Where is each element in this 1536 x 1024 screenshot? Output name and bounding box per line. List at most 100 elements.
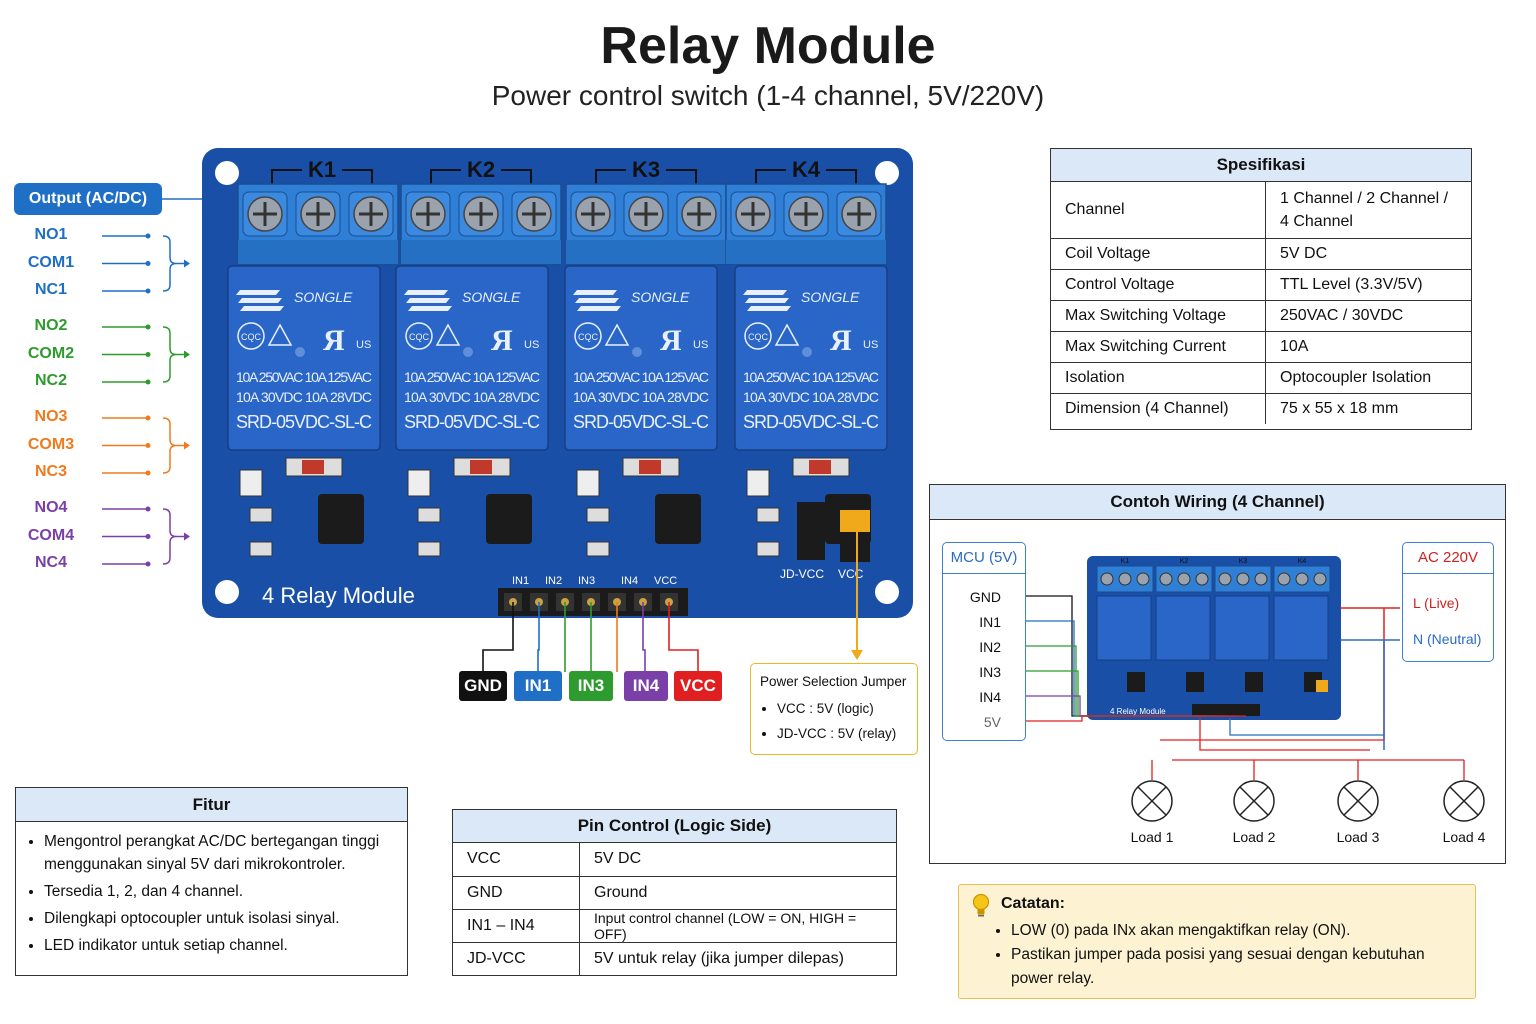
input-tag: IN4	[624, 671, 668, 701]
mini-relay	[1214, 595, 1270, 661]
input-wire	[482, 602, 514, 672]
songle-logo-stripe	[575, 298, 619, 303]
mini-screw-icon	[1118, 572, 1132, 586]
screw-terminal-base	[401, 240, 561, 264]
output-pin-dot	[145, 379, 151, 385]
output-pin-label: NC1	[34, 281, 67, 298]
note-item: Pastikan jumper pada posisi yang sesuai …	[1011, 943, 1451, 991]
mcu-pin-label: 5V	[983, 714, 1001, 730]
relay-brand: SONGLE	[631, 289, 690, 305]
spec-key: Control Voltage	[1051, 268, 1266, 301]
songle-logo-stripe	[577, 306, 621, 311]
optocoupler-chip	[655, 494, 701, 544]
relay-rating-line: 10A 30VDC 10A 28VDC	[404, 389, 540, 405]
resistor	[586, 541, 610, 557]
channel-label: K4	[792, 157, 821, 182]
output-pin-dot	[145, 561, 151, 567]
spec-value: 75 x 55 x 18 mm	[1265, 392, 1471, 424]
output-pin-dot	[145, 288, 151, 294]
lamp-cross	[1343, 786, 1373, 816]
output-pin-label: NC2	[34, 372, 67, 389]
output-pin-dot	[145, 352, 151, 357]
output-pin-label: NO4	[34, 499, 68, 516]
cqc-icon	[574, 322, 602, 350]
relay-body	[395, 265, 549, 451]
diode-body	[809, 460, 831, 474]
relay-rating-line: 10A 30VDC 10A 28VDC	[236, 389, 372, 405]
relay-body	[564, 265, 718, 451]
relay-dot	[632, 347, 642, 357]
relay-dot	[295, 347, 305, 357]
relay-model: SRD-05VDC-SL-C	[573, 412, 709, 432]
input-tag: IN1	[514, 671, 562, 701]
songle-logo-stripe	[404, 290, 448, 295]
feature-item: Mengontrol perangkat AC/DC bertegangan t…	[44, 830, 407, 876]
channel-bracket	[271, 169, 373, 184]
cqc-label: CQC	[241, 332, 262, 342]
mini-relay	[1155, 595, 1211, 661]
page-title: Relay Module	[600, 17, 936, 75]
header-pin-label: VCC	[654, 575, 677, 587]
jumper-cap	[840, 510, 870, 532]
output-pin-dot	[145, 443, 151, 448]
relay-rating-line: 10A 30VDC 10A 28VDC	[573, 389, 709, 405]
us-label: US	[356, 339, 371, 351]
mini-pin-header	[1192, 704, 1260, 716]
led-indicator	[746, 469, 770, 497]
resistor	[417, 541, 441, 557]
jumper-arrowhead	[851, 650, 863, 660]
cqc-icon	[405, 322, 433, 350]
songle-logo-stripe	[408, 306, 452, 311]
warning-triangle-icon	[267, 323, 293, 346]
diode-body	[470, 460, 492, 474]
screw-terminal-base	[238, 240, 398, 264]
output-pin-label: COM1	[27, 253, 75, 271]
header-pin-label: IN2	[545, 575, 562, 587]
jumper-title: Power Selection Jumper	[760, 674, 907, 689]
output-pin-label: NO2	[34, 317, 68, 334]
input-wire	[642, 602, 646, 672]
spec-key: Dimension (4 Channel)	[1051, 392, 1266, 424]
channel-label: K2	[467, 157, 495, 182]
ac-live-label: L (Live)	[1413, 595, 1460, 611]
mounting-hole	[875, 580, 899, 604]
input-tag: IN3	[569, 671, 613, 701]
mini-screw-icon	[1277, 572, 1291, 586]
warning-triangle-icon	[774, 323, 800, 346]
pcb-board	[202, 148, 913, 618]
output-pin-label: NO1	[34, 226, 68, 243]
features-title: Fitur	[16, 788, 407, 822]
spec-row: Dimension (4 Channel)75 x 55 x 18 mm	[1051, 392, 1471, 424]
mcu-pin-label: IN3	[979, 664, 1001, 680]
output-pin-dot	[145, 233, 151, 239]
output-label: Output (AC/DC)	[14, 183, 162, 215]
output-pin-dot	[145, 261, 151, 266]
songle-logo-stripe	[238, 298, 282, 303]
ac-neutral-label: N (Neutral)	[1413, 631, 1482, 647]
pin-name: JD-VCC	[453, 941, 580, 975]
us-label: US	[863, 339, 878, 351]
led-indicator	[576, 469, 600, 497]
led-indicator	[407, 469, 431, 497]
relay-model: SRD-05VDC-SL-C	[404, 412, 540, 432]
note-box: Catatan: LOW (0) pada INx akan mengaktif…	[958, 884, 1476, 999]
mini-channel-label: K1	[1121, 558, 1130, 565]
mini-screw-icon	[1295, 572, 1309, 586]
songle-logo-stripe	[747, 306, 791, 311]
input-wire	[537, 602, 540, 672]
mcu-wire	[1012, 715, 1246, 722]
load-label: Load 4	[1442, 829, 1486, 845]
mini-channel-label: K4	[1298, 558, 1307, 565]
mini-relay	[1273, 595, 1329, 661]
us-label: US	[524, 339, 539, 351]
pin-description: Input control channel (LOW = ON, HIGH = …	[579, 908, 896, 943]
input-tag: GND	[459, 671, 507, 701]
resistor	[586, 507, 610, 523]
spec-key: Channel	[1051, 182, 1266, 239]
mini-screw-icon	[1236, 572, 1250, 586]
